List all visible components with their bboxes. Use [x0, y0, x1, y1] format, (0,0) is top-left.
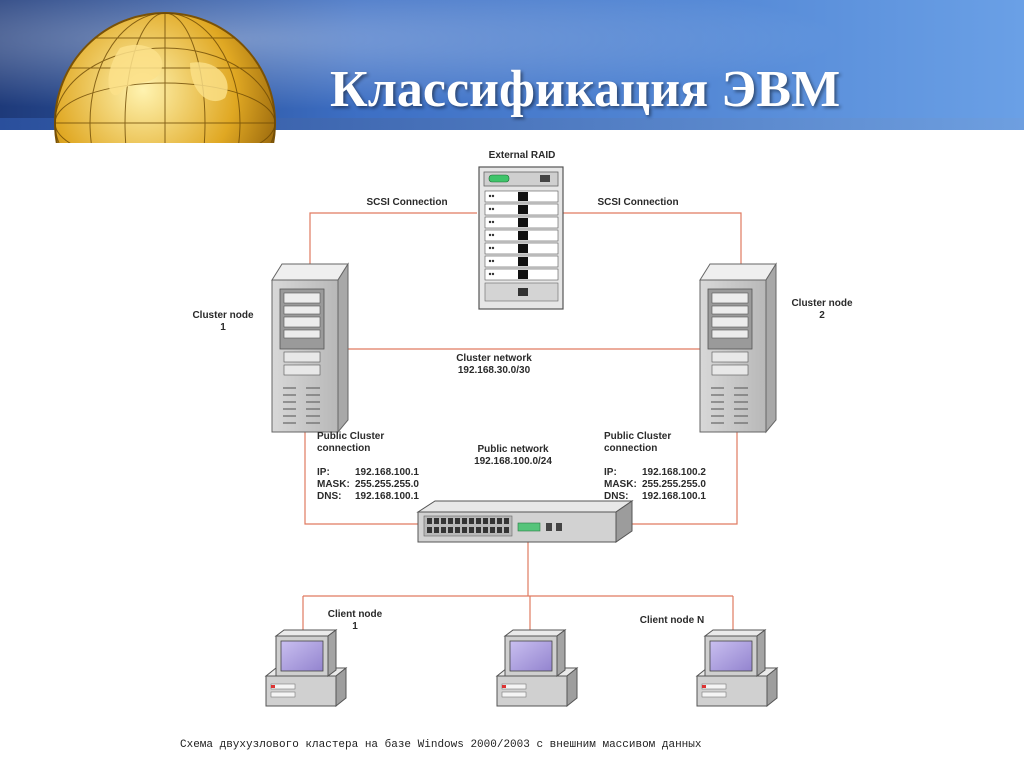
- cluster-node-1-server: [271, 262, 349, 434]
- network-wires: [302, 212, 742, 640]
- left-connection-heading-2: connection: [317, 443, 370, 454]
- right-mask-value: 255.255.255.0: [642, 479, 706, 490]
- right-ip-key: IP:: [604, 467, 617, 478]
- left-mask-key: MASK:: [317, 479, 350, 490]
- scsi-left-wire: [309, 212, 477, 272]
- left-ip-value: 192.168.100.1: [355, 467, 419, 478]
- cluster-node-1-number: 1: [220, 322, 226, 333]
- client-node-1-number: 1: [352, 621, 358, 632]
- scsi-connection-left-label: SCSI Connection: [366, 197, 447, 208]
- right-connection-heading-1: Public Cluster: [604, 431, 671, 442]
- cluster-node-1-label: Cluster node: [192, 310, 254, 321]
- right-connection-heading-2: connection: [604, 443, 657, 454]
- cluster-node-2-number: 2: [819, 310, 825, 321]
- cluster-node-2-server: [699, 262, 777, 434]
- right-mask-key: MASK:: [604, 479, 637, 490]
- left-mask-value: 255.255.255.0: [355, 479, 419, 490]
- client-computer-1: [264, 629, 348, 708]
- cluster-network-label: Cluster network: [456, 353, 532, 364]
- public-right-wire: [630, 432, 738, 525]
- client-computer-2: [495, 629, 579, 708]
- scsi-right-wire: [560, 212, 742, 270]
- client-computer-n: [695, 629, 779, 708]
- cluster-network-subnet: 192.168.30.0/30: [458, 365, 531, 376]
- client-node-n-label: Client node N: [640, 615, 704, 626]
- diagram-caption: Схема двухузлового кластера на базе Wind…: [180, 738, 702, 751]
- scsi-connection-right-label: SCSI Connection: [597, 197, 678, 208]
- client-node-1-label: Client node: [328, 609, 383, 620]
- globe-icon: [54, 12, 276, 143]
- left-ip-key: IP:: [317, 467, 330, 478]
- cluster-node-2-label: Cluster node: [791, 298, 853, 309]
- right-ip-value: 192.168.100.2: [642, 467, 706, 478]
- left-connection-heading-1: Public Cluster: [317, 431, 384, 442]
- raid-array: [478, 166, 564, 310]
- network-switch: [416, 500, 634, 543]
- slide-title: Классификация ЭВМ: [330, 61, 841, 118]
- public-network-subnet: 192.168.100.0/24: [474, 456, 552, 467]
- left-dns-value: 192.168.100.1: [355, 491, 419, 502]
- left-dns-key: DNS:: [317, 491, 341, 502]
- public-network-label: Public network: [477, 444, 549, 455]
- raid-label: External RAID: [489, 150, 556, 161]
- right-dns-key: DNS:: [604, 491, 628, 502]
- right-dns-value: 192.168.100.1: [642, 491, 706, 502]
- public-left-wire: [304, 432, 420, 525]
